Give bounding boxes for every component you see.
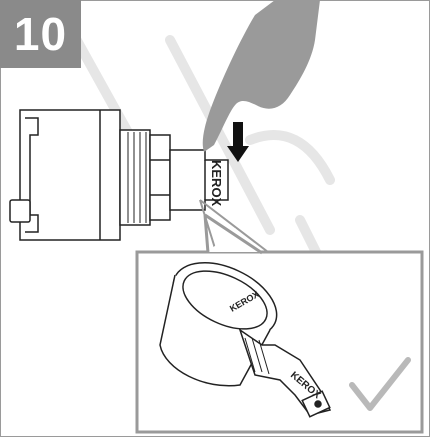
brand-label: KEROX <box>209 160 224 207</box>
step-number: 10 <box>13 8 68 60</box>
step-badge: 10 <box>0 0 81 68</box>
cartridge-side-view <box>9 109 229 241</box>
checkmark-icon <box>349 357 411 411</box>
hand-icon <box>202 0 320 152</box>
down-arrow-icon <box>227 122 249 162</box>
cartridge-detail-view <box>159 262 332 418</box>
